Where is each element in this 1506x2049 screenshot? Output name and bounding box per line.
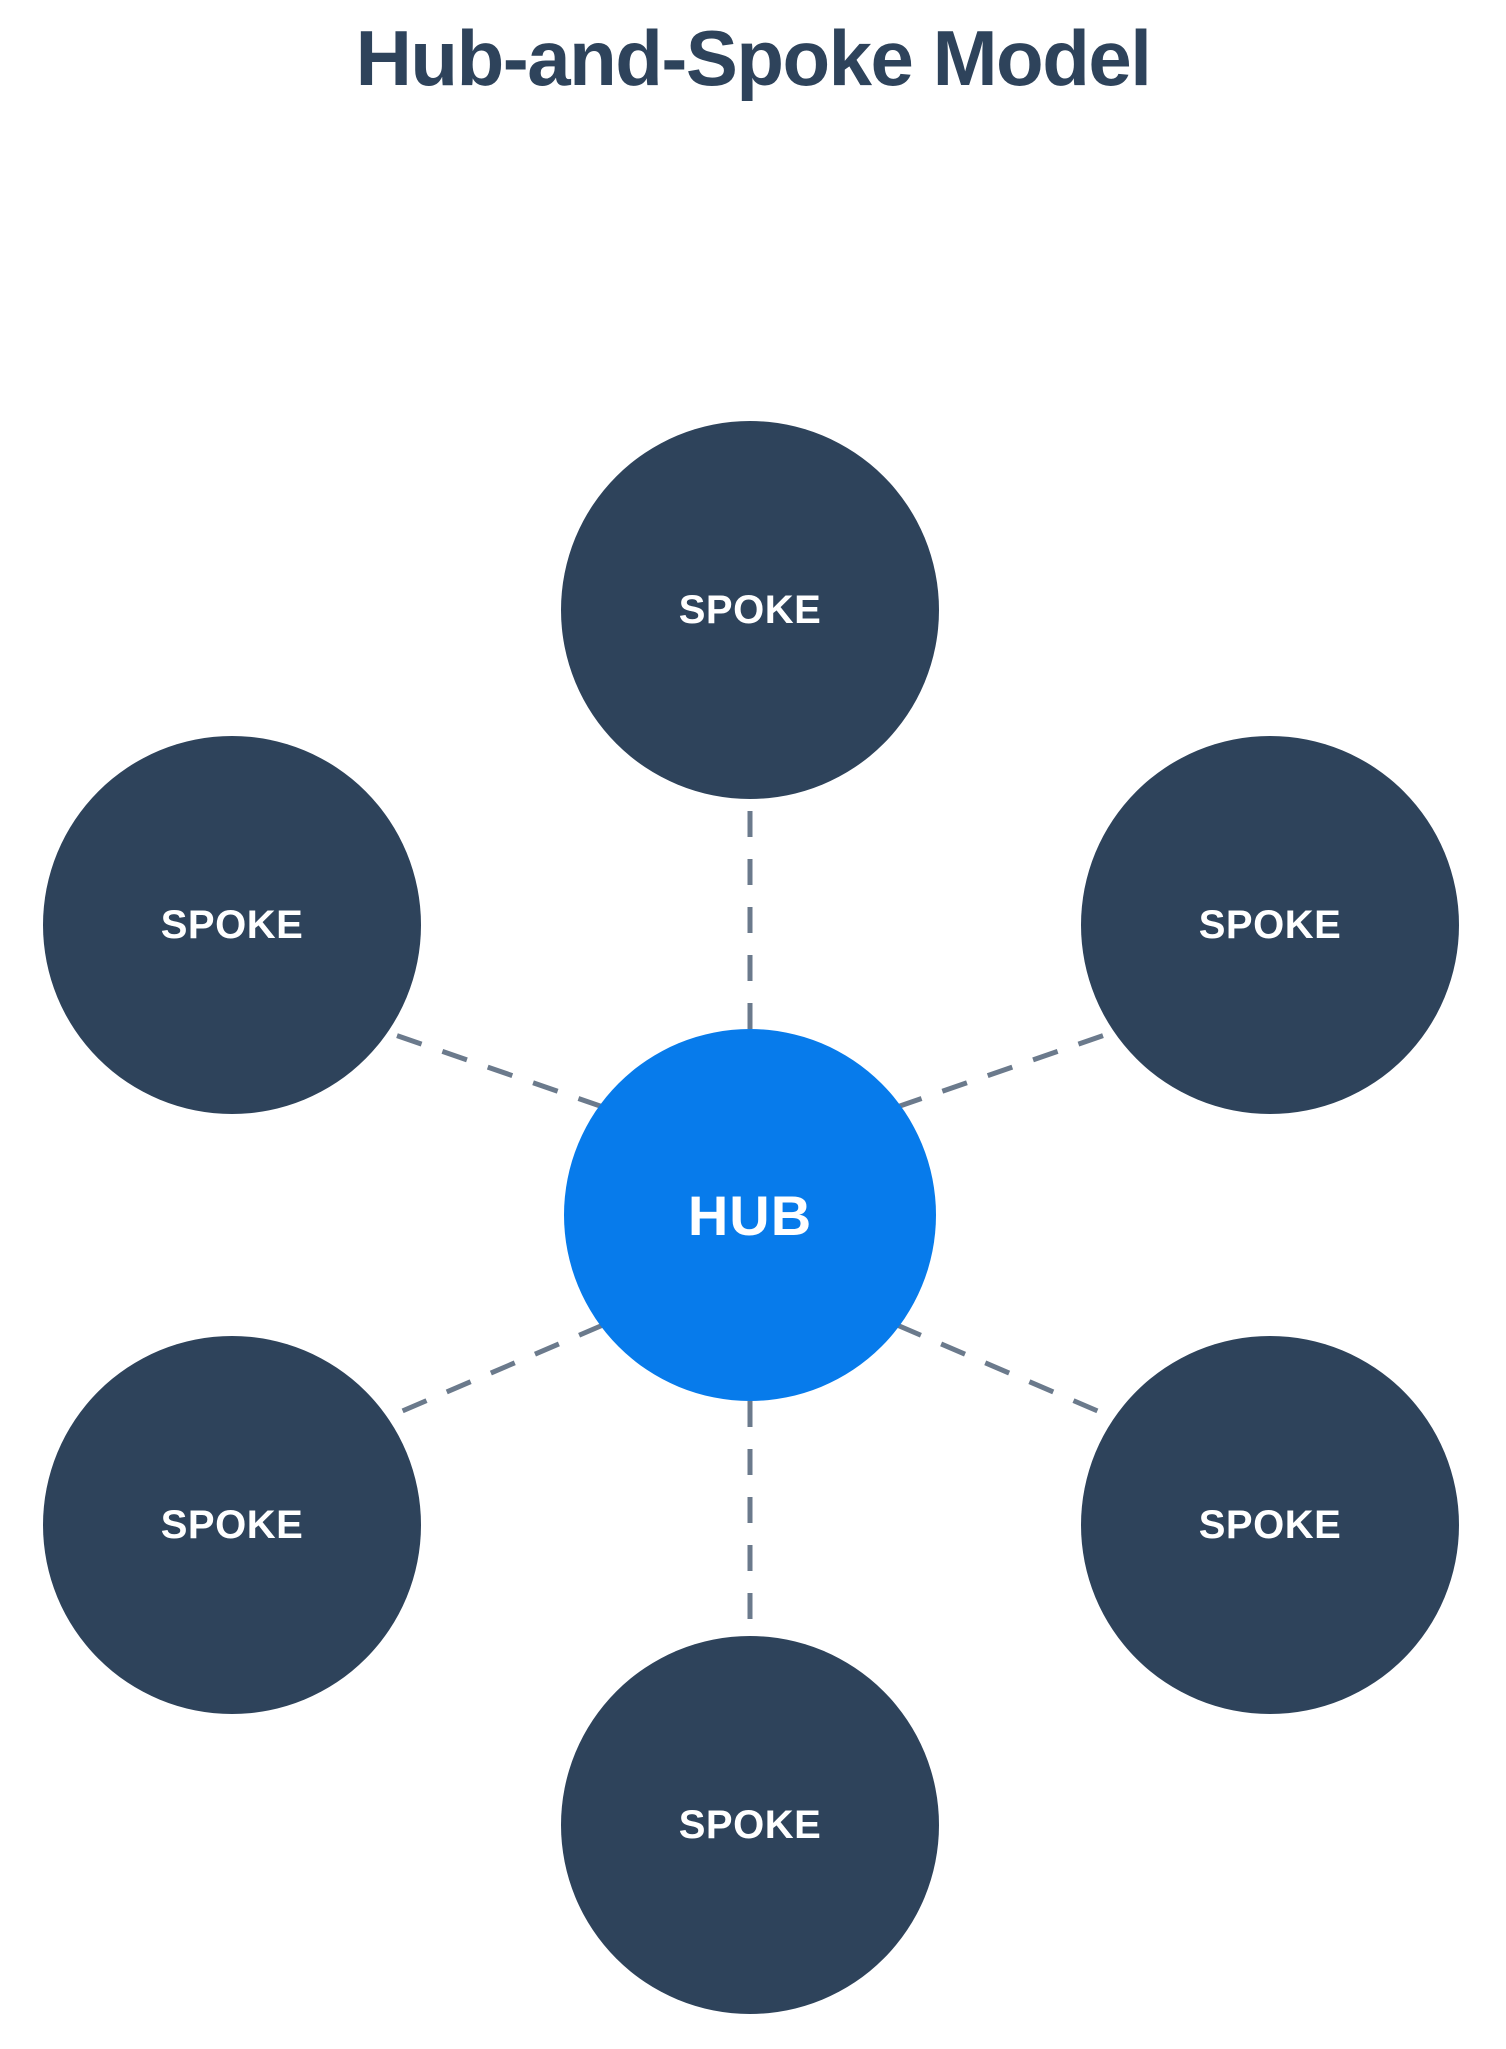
spoke-label: SPOKE: [160, 902, 304, 947]
spoke-node-upper-right[interactable]: SPOKE: [1081, 736, 1459, 1114]
spoke-node-top[interactable]: SPOKE: [561, 421, 939, 799]
spoke-label: SPOKE: [1198, 902, 1342, 947]
connector-hub-to-spoke-lower-right: [896, 1322, 1129, 1427]
spoke-label: SPOKE: [678, 1802, 822, 1847]
spoke-label: SPOKE: [678, 587, 822, 632]
hub-label: HUB: [687, 1183, 813, 1247]
spoke-node-lower-right[interactable]: SPOKE: [1081, 1336, 1459, 1714]
connector-hub-to-spoke-lower-left: [371, 1322, 604, 1427]
connector-hub-to-spoke-upper-left: [371, 1024, 604, 1110]
spoke-node-lower-left[interactable]: SPOKE: [43, 1336, 421, 1714]
page-title: Hub-and-Spoke Model: [355, 14, 1152, 102]
spoke-node-upper-left[interactable]: SPOKE: [43, 736, 421, 1114]
spoke-label: SPOKE: [1198, 1502, 1342, 1547]
connector-group: [371, 800, 1129, 1640]
hub-node[interactable]: HUB: [564, 1029, 936, 1401]
connector-hub-to-spoke-upper-right: [896, 1024, 1129, 1110]
spoke-label: SPOKE: [160, 1502, 304, 1547]
spoke-node-bottom[interactable]: SPOKE: [561, 1636, 939, 2014]
